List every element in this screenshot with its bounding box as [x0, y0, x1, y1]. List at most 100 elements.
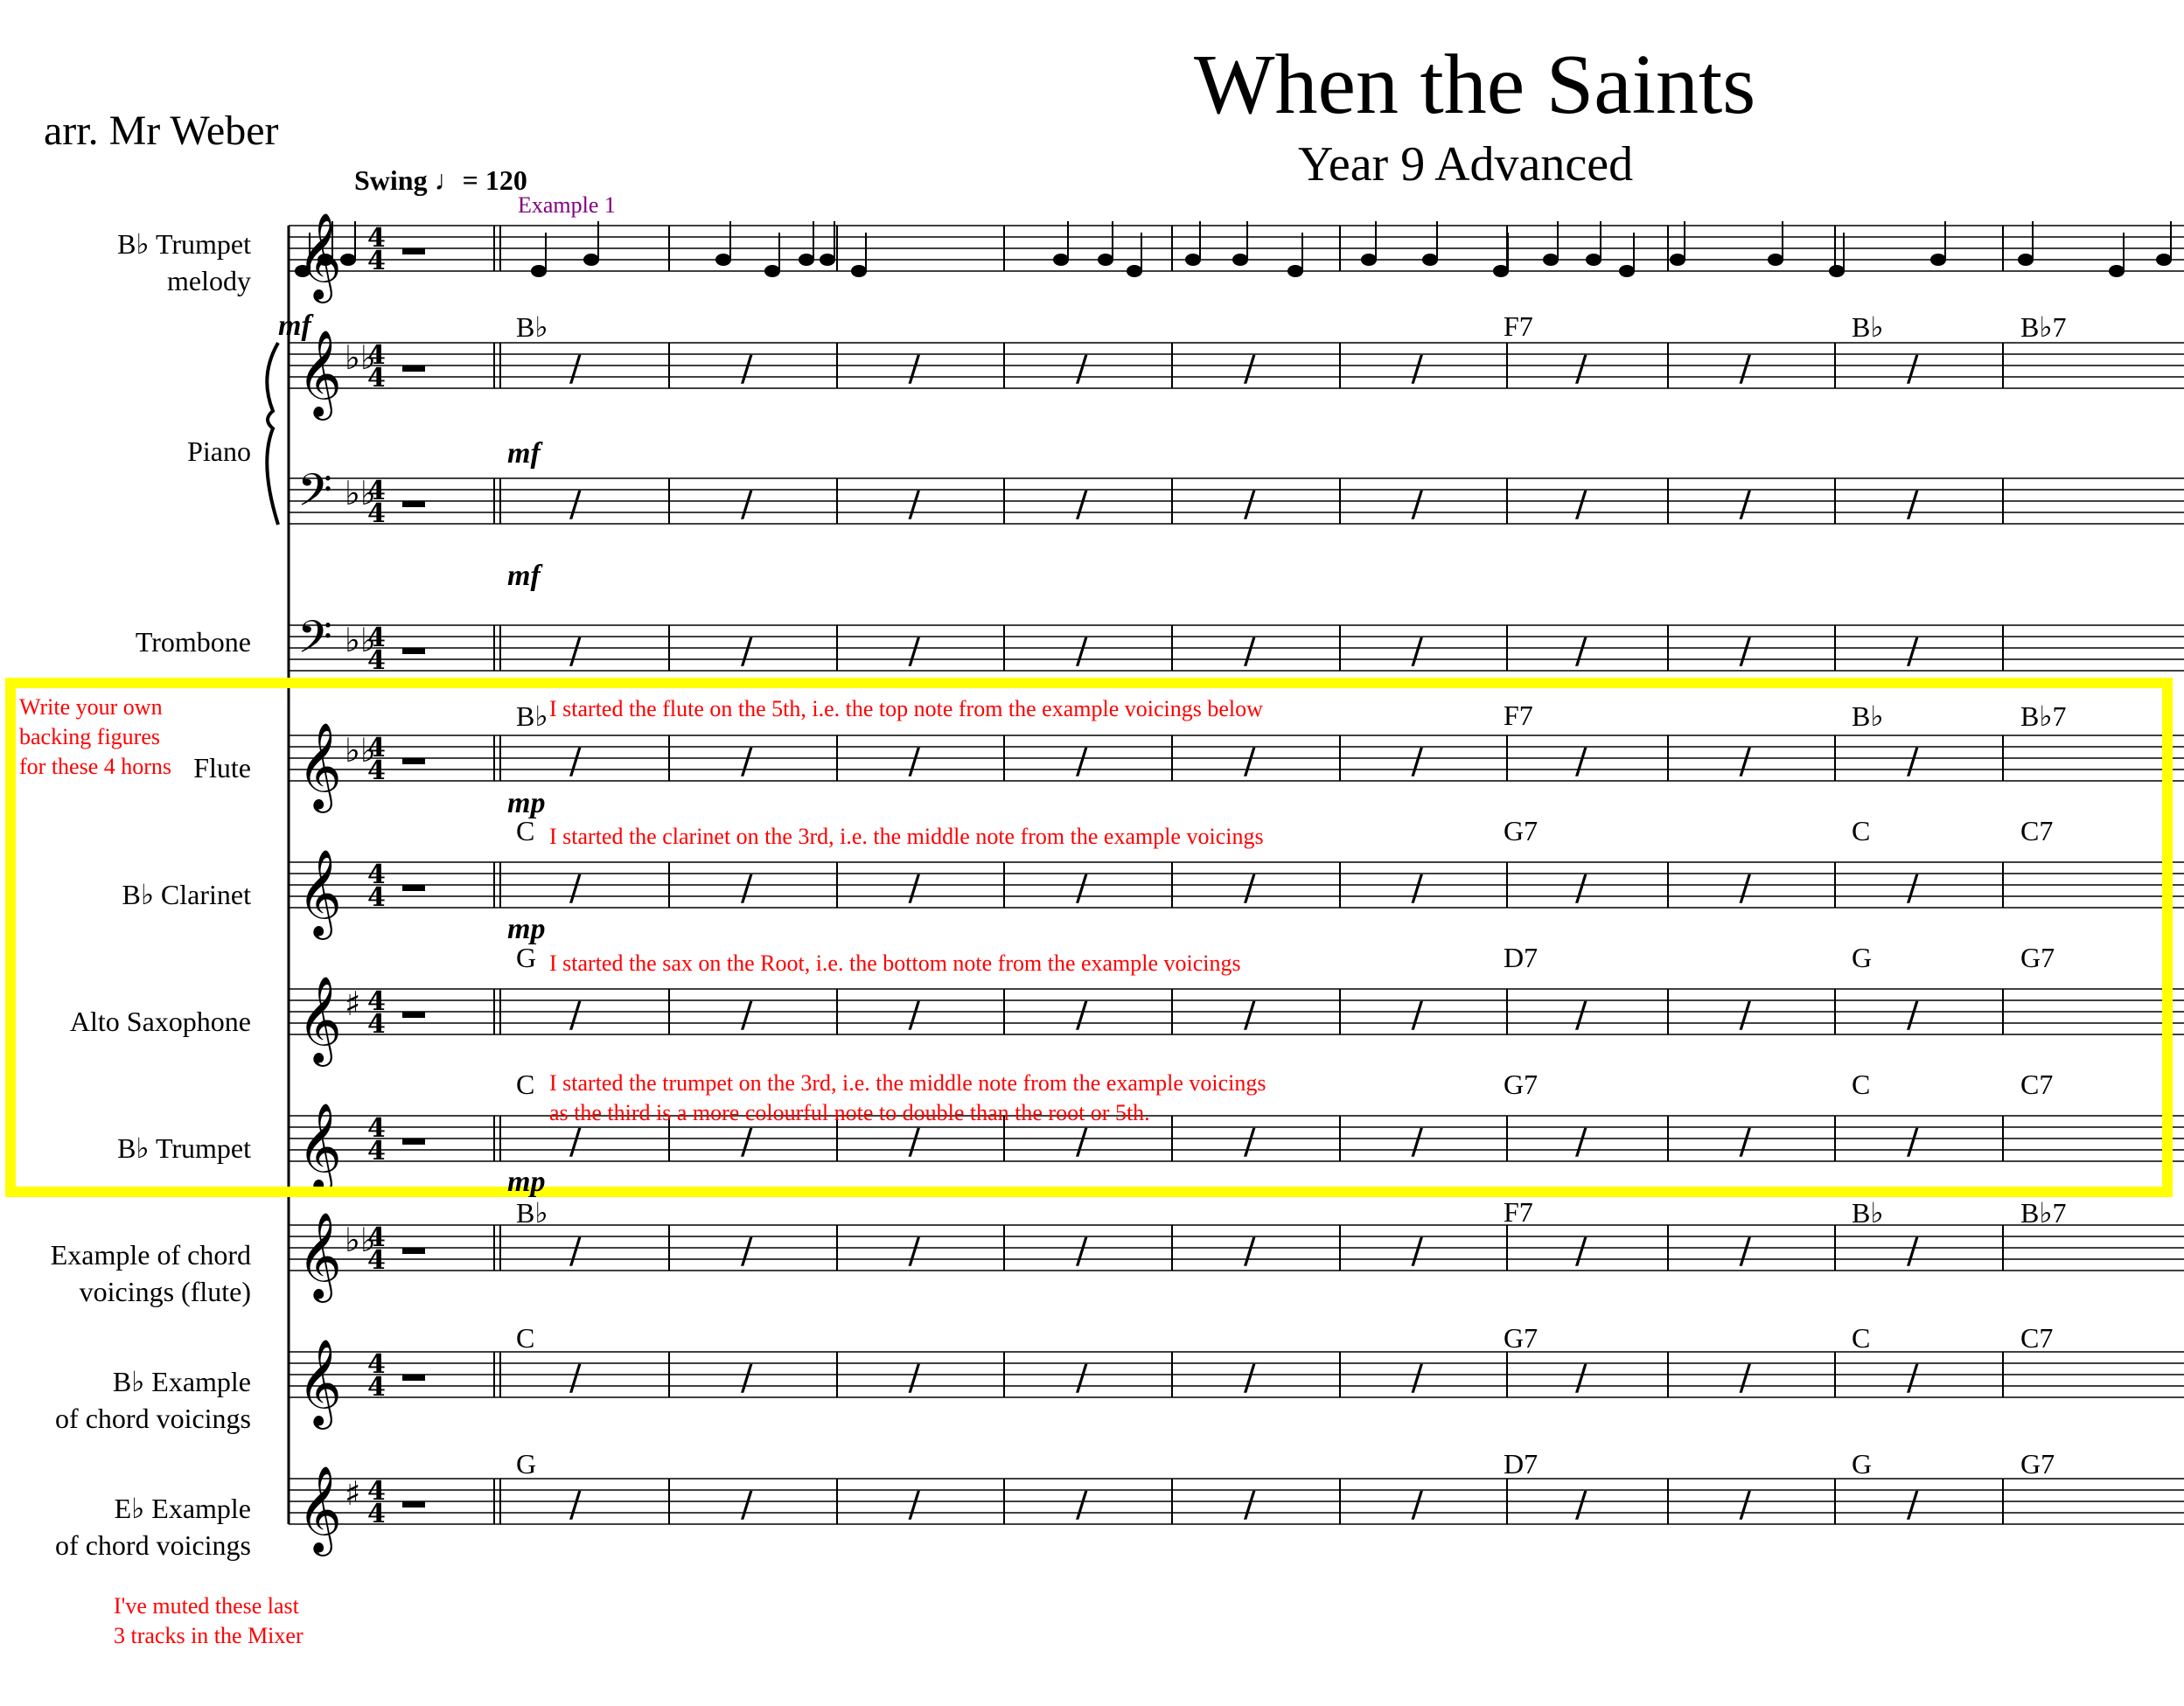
time-signature-bottom: 4	[367, 756, 386, 786]
flute-annotation: I started the flute on the 5th, i.e. the…	[549, 696, 1263, 721]
treble-clef: 𝄞	[297, 1103, 342, 1194]
tempo-marking: Swing ♩= 120	[354, 164, 527, 196]
repeat-measure-sign: ∕	[1076, 742, 1088, 782]
time-signature-bottom: 4	[367, 1245, 386, 1276]
chord-symbol: B♭7	[2020, 1197, 2067, 1229]
time-signature-bottom: 4	[367, 363, 386, 393]
instrument-trombone: Trombone	[135, 626, 251, 658]
melody-notehead	[1493, 265, 1509, 277]
chord-symbol: D7	[1504, 1448, 1539, 1480]
repeat-measure-sign: ∕	[569, 1485, 582, 1525]
melody-notehead	[2109, 265, 2125, 277]
clarinet-annotation: I started the clarinet on the 3rd, i.e. …	[549, 824, 1264, 849]
melody-notehead	[1422, 254, 1438, 266]
repeat-measure-sign: ∕	[741, 484, 753, 525]
melody-notehead	[317, 254, 333, 266]
key-signature: ♭♭	[345, 474, 376, 512]
bass-clef: 𝄢	[297, 463, 332, 527]
repeat-measure-sign: ∕	[1907, 1231, 1919, 1271]
repeat-measure-sign: ∕	[741, 1231, 753, 1271]
treble-clef: 𝄞	[297, 330, 342, 421]
instrument-eb-voicings: E♭ Example of chord voicings	[55, 1493, 251, 1561]
melody-notehead	[1829, 265, 1845, 277]
repeat-measure-sign: ∕	[1076, 631, 1088, 672]
time-signature-top: 4	[367, 733, 386, 763]
chord-symbol: C	[1852, 1322, 1871, 1354]
repeat-measure-sign: ∕	[1076, 868, 1088, 909]
melody-notehead	[1361, 254, 1377, 266]
repeat-measure-sign: ∕	[741, 1358, 753, 1398]
repeat-measure-sign: ∕	[569, 868, 582, 909]
repeat-measure-sign: ∕	[1740, 742, 1752, 782]
key-signature: ♯	[345, 985, 360, 1023]
chord-symbol: B♭	[1852, 1197, 1884, 1229]
melody-notehead	[1127, 265, 1142, 277]
half-rest	[402, 366, 425, 372]
instrument-alto-sax: Alto Saxophone	[69, 1006, 251, 1037]
instrument-flute: Flute	[193, 752, 251, 783]
time-signature-top: 4	[367, 476, 386, 506]
instrument-clarinet: B♭ Clarinet	[122, 879, 251, 910]
repeat-measure-sign: ∕	[1244, 868, 1256, 909]
time-signature-bottom: 4	[367, 645, 386, 676]
instrument-trumpet: B♭ Trumpet	[117, 1132, 251, 1164]
half-rest	[402, 1138, 425, 1145]
repeat-measure-sign: ∕	[1575, 995, 1587, 1035]
chord-symbol: C	[1852, 1069, 1871, 1100]
melody-notehead	[820, 254, 835, 266]
repeat-measure-sign: ∕	[1907, 1358, 1919, 1398]
trumpet-annotation-2: as the third is a more colourful note to…	[549, 1100, 1150, 1125]
chord-symbol: B♭	[516, 1197, 548, 1229]
repeat-measure-sign: ∕	[1076, 1485, 1088, 1525]
chord-symbol: B♭	[1852, 311, 1884, 343]
score-title: When the Saints	[1194, 38, 1756, 132]
repeat-measure-sign: ∕	[1244, 1122, 1256, 1162]
treble-clef: 𝄞	[297, 1339, 342, 1430]
chord-symbol: F7	[1504, 1196, 1533, 1228]
instrument-flute-voicings: Example of chord voicings (flute)	[50, 1239, 251, 1307]
repeat-measure-sign: ∕	[1575, 1358, 1587, 1398]
melody-notehead	[1586, 254, 1601, 266]
repeat-measure-sign: ∕	[569, 1122, 582, 1162]
repeat-measure-sign: ∕	[741, 995, 753, 1035]
repeat-measure-sign: ∕	[1244, 1358, 1256, 1398]
time-signature-bottom: 4	[367, 1499, 386, 1529]
instrument-bb-voicings: B♭ Example of chord voicings	[55, 1366, 251, 1434]
melody-notehead	[583, 254, 599, 266]
chord-symbol: C7	[2020, 1069, 2054, 1100]
chord-symbol: F7	[1504, 310, 1533, 342]
key-signature: ♭♭	[345, 338, 376, 377]
repeat-measure-sign: ∕	[1412, 484, 1424, 525]
dynamic-mf-piano-rh: mf	[507, 437, 541, 470]
melody-notehead	[851, 265, 867, 277]
time-signature-top: 4	[367, 223, 386, 254]
score-subtitle: Year 9 Advanced	[1298, 137, 1634, 191]
dynamic-mf-trumpet: mf	[278, 310, 311, 342]
melody-notehead	[1619, 265, 1635, 277]
repeat-measure-sign: ∕	[1412, 1231, 1424, 1271]
repeat-measure-sign: ∕	[1907, 631, 1919, 672]
chord-symbol: F7	[1504, 700, 1533, 731]
repeat-measure-sign: ∕	[909, 1231, 921, 1271]
repeat-measure-sign: ∕	[1076, 995, 1088, 1035]
sax-annotation: I started the sax on the Root, i.e. the …	[549, 950, 1241, 976]
repeat-measure-sign: ∕	[1076, 349, 1088, 389]
melody-notehead	[1287, 265, 1303, 277]
half-rest	[402, 501, 425, 507]
repeat-measure-sign: ∕	[909, 995, 921, 1035]
chord-symbol: B♭	[1852, 700, 1884, 732]
dynamic-mp-flute: mp	[507, 787, 546, 819]
chord-symbol: C	[516, 1322, 535, 1354]
time-signature-top: 4	[367, 1222, 386, 1253]
melody-notehead	[1053, 254, 1069, 266]
melody-notehead	[1232, 254, 1248, 266]
half-rest	[402, 248, 425, 254]
repeat-measure-sign: ∕	[1076, 1231, 1088, 1271]
key-signature: ♭♭	[345, 1221, 376, 1259]
repeat-measure-sign: ∕	[909, 1358, 921, 1398]
repeat-measure-sign: ∕	[909, 1485, 921, 1525]
chord-symbol: C	[1852, 815, 1871, 846]
repeat-measure-sign: ∕	[1907, 484, 1919, 525]
melody-notehead	[1098, 254, 1113, 266]
repeat-measure-sign: ∕	[1740, 1231, 1752, 1271]
